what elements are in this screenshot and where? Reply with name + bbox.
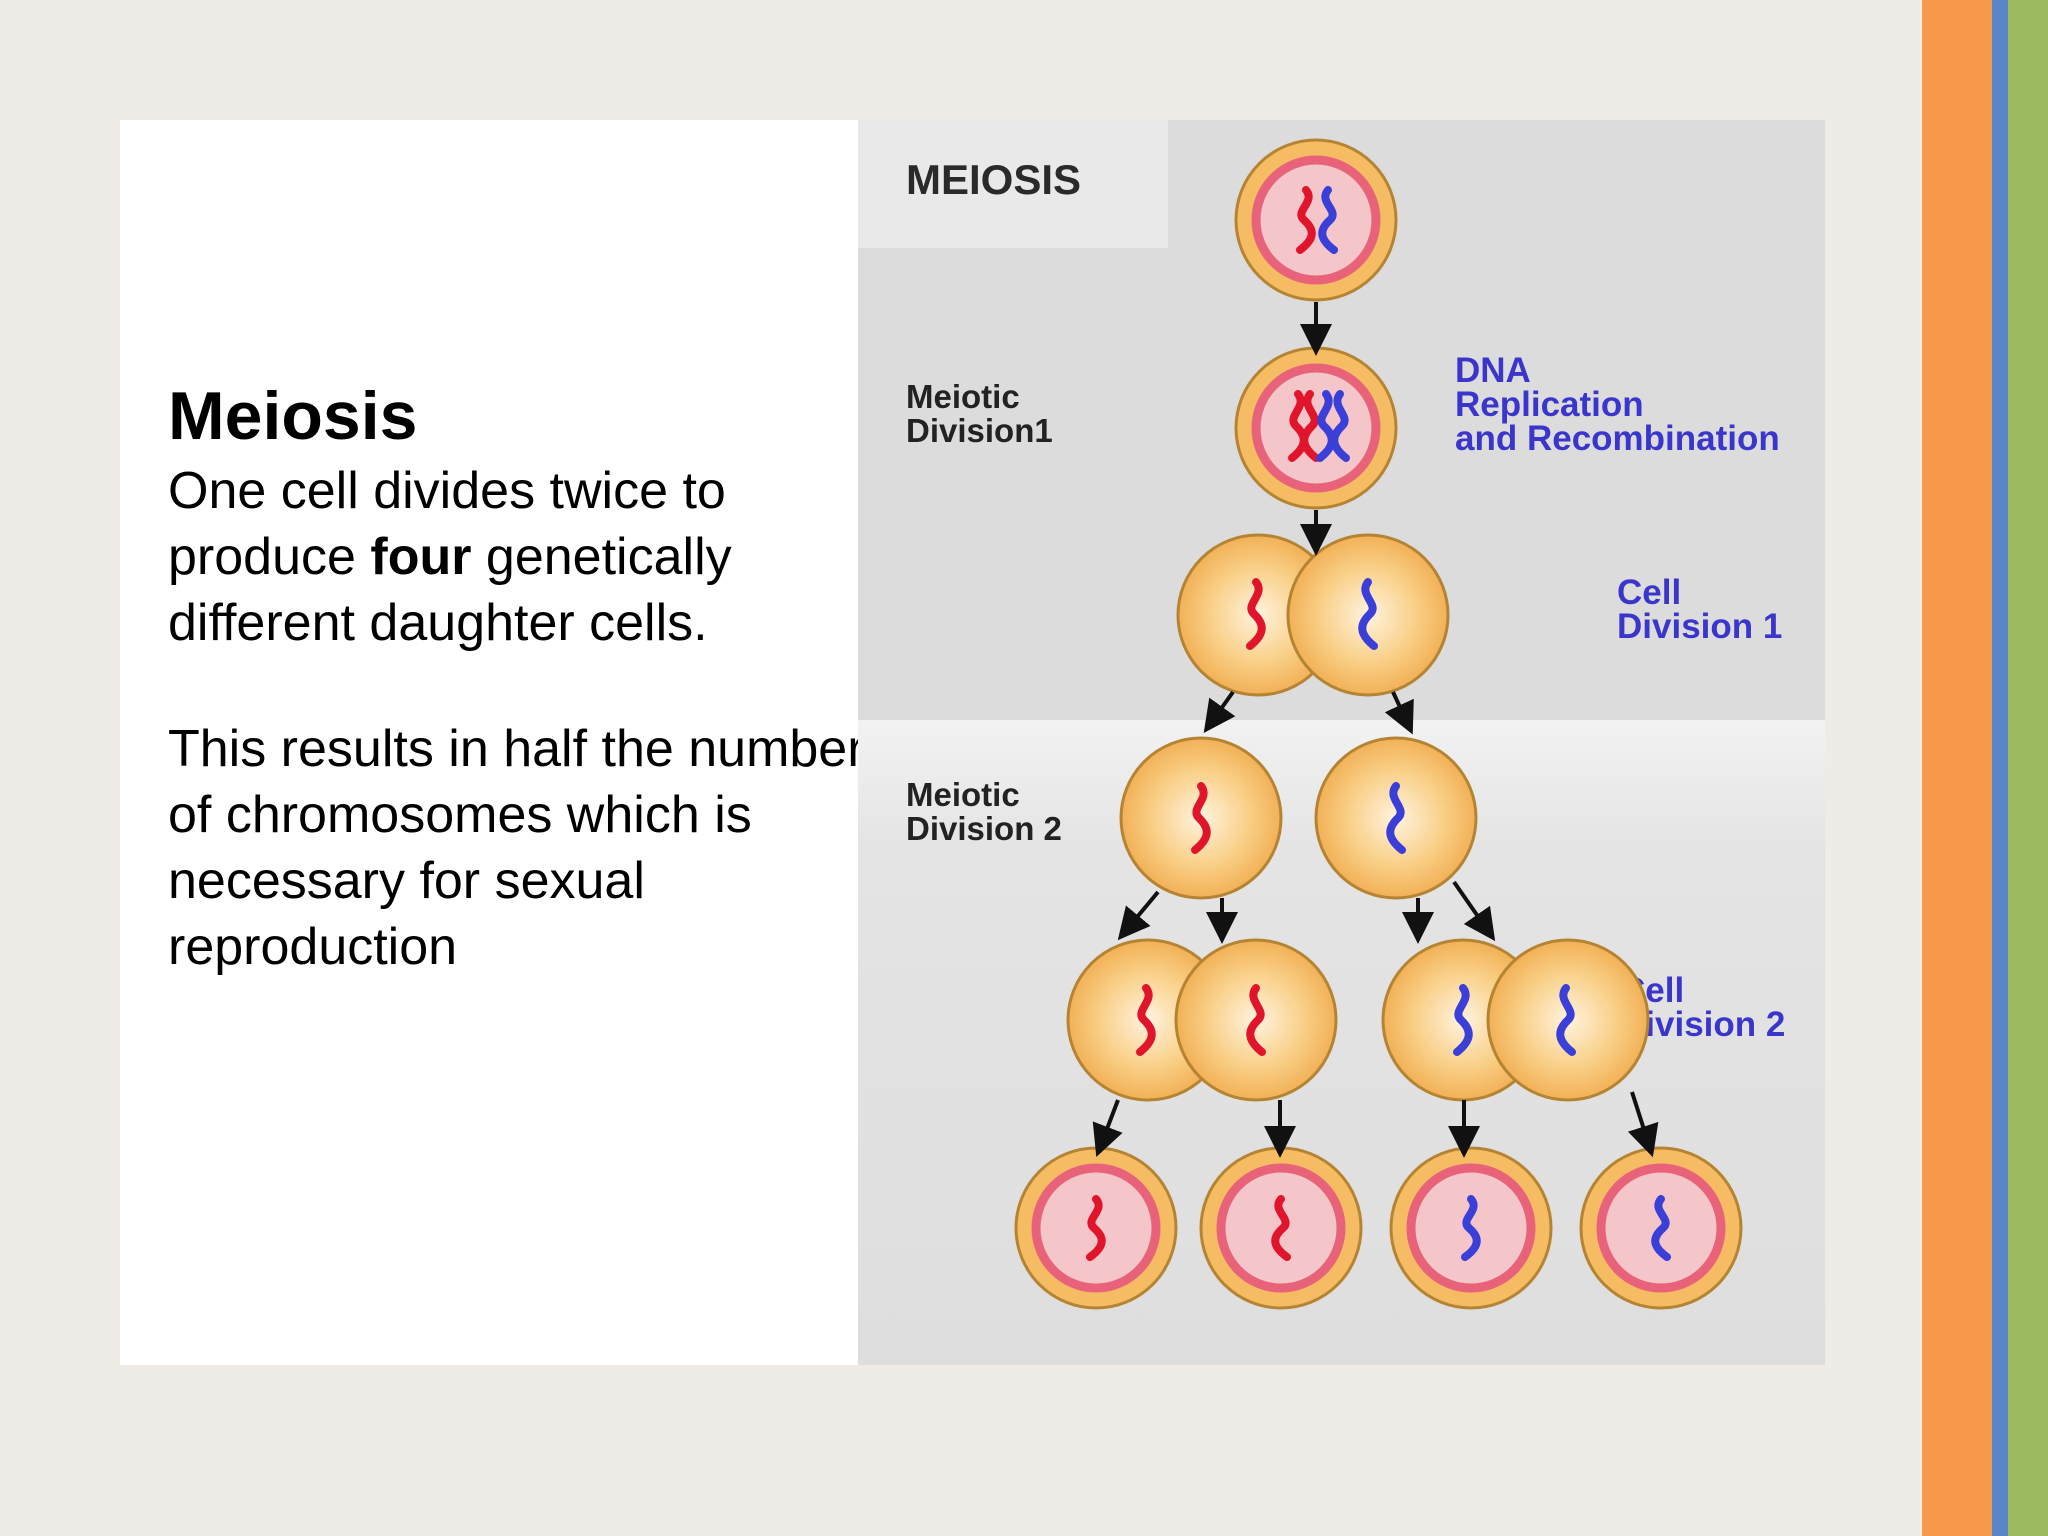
daughter-chromosome-3 (1461, 1195, 1481, 1261)
pair-left-chromosome-b (1246, 984, 1266, 1056)
arrows-layer (1092, 302, 1659, 1158)
text-panel: Meiosis One cell divides twice to produc… (168, 382, 868, 980)
division-1-blue-chromosome (1358, 578, 1378, 650)
para1-end: genetically different daughter cells. (168, 528, 732, 652)
arrow-division2-left-a (1117, 890, 1160, 941)
replicated-cell-nucleus (1251, 363, 1381, 493)
replicated-red-chromatid-1 (1288, 390, 1308, 462)
pair-right-chromosome-a (1453, 984, 1473, 1056)
daughter-chromosome-1 (1086, 1195, 1106, 1261)
arrow-to-daughter-4 (1627, 1091, 1659, 1158)
orange-stripe (1922, 0, 1992, 1536)
division-1-red-chromosome (1246, 578, 1266, 650)
parent-blue-chromosome (1318, 186, 1338, 254)
arrow-to-daughter-1 (1092, 1099, 1123, 1157)
daughter-chromosome-4 (1651, 1195, 1671, 1261)
daughter-chromosome-2 (1271, 1195, 1291, 1261)
replicated-blue-chromatid-2 (1330, 390, 1350, 462)
division-2-blue-chromosome (1386, 782, 1406, 854)
dna-replication-label-line3: and Recombination (1455, 419, 1780, 458)
green-stripe (2008, 0, 2048, 1536)
pair-left-chromosome-a (1136, 984, 1156, 1056)
parent-red-chromosome (1296, 186, 1316, 254)
slide-title: Meiosis (168, 378, 418, 454)
meiosis-diagram-svg: MEIOSIS Meiotic Division1 Meiotic Divisi… (858, 120, 1825, 1365)
division-2-red-chromosome (1191, 782, 1211, 854)
parent-cell-nucleus (1251, 155, 1381, 285)
arrow-division1-left (1203, 690, 1236, 734)
replicated-red-chromatid-2 (1300, 390, 1320, 462)
diagram-title: MEIOSIS (906, 156, 1081, 203)
dna-replication-label-line1: DNA (1455, 351, 1531, 390)
para1-start: One cell divides twice to produce (168, 462, 726, 586)
explanation-paragraph: This results in half the number of chrom… (168, 720, 865, 976)
arrow-division2-right-b (1452, 880, 1496, 942)
meiotic-division-2-label-line2: Division 2 (906, 810, 1062, 847)
slide-card: Meiosis One cell divides twice to produc… (120, 120, 1825, 1365)
description-paragraph: One cell divides twice to produce four g… (168, 458, 868, 656)
meiotic-division-1-label-line1: Meiotic (906, 378, 1020, 415)
cell-division-1-label-line2: Division 1 (1617, 607, 1782, 646)
cells-layer (1014, 138, 1743, 1310)
arrow-division1-right (1384, 691, 1414, 735)
cell-division-1-label-line1: Cell (1617, 573, 1681, 612)
replicated-blue-chromatid-1 (1316, 390, 1336, 462)
meiosis-diagram: MEIOSIS Meiotic Division1 Meiotic Divisi… (858, 120, 1825, 1365)
meiotic-division-1-label-line2: Division1 (906, 412, 1053, 449)
pair-right-chromosome-b (1556, 984, 1576, 1056)
diagram-title-box (858, 120, 1168, 248)
para1-bold: four (370, 528, 472, 586)
meiotic-division-2-label-line1: Meiotic (906, 776, 1020, 813)
dna-replication-label-line2: Replication (1455, 385, 1644, 424)
blue-stripe (1992, 0, 2008, 1536)
